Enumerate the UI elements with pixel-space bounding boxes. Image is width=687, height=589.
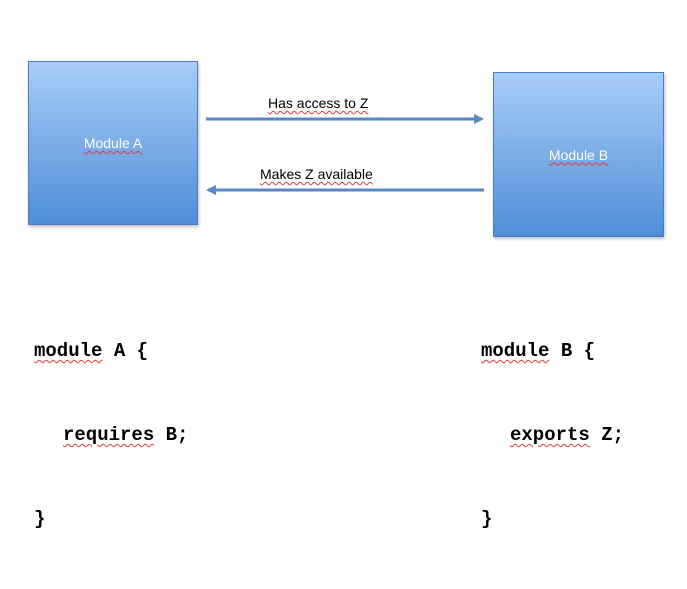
arrow-b-to-a-label: Makes Z available (260, 166, 373, 182)
code-b-line-3: } (481, 508, 493, 530)
arrows-layer (206, 114, 484, 195)
code-a-line-3: } (34, 508, 46, 530)
module-a-box: Module A (28, 61, 198, 225)
code-a-line-2: requires B; (63, 424, 189, 446)
diagram-canvas: Module A Module B Has access to Z Makes … (28, 61, 664, 530)
code-b-line-2: exports Z; (510, 424, 625, 446)
module-b-box: Module B (493, 72, 664, 237)
code-a-line-1: module A { (34, 340, 149, 362)
module-b-code: module B { exports Z; } (481, 281, 624, 589)
module-a-code: module A { requires B; } (34, 281, 188, 589)
code-b-line-1: module B { (481, 340, 596, 362)
module-b-label: Module B (548, 146, 609, 163)
arrow-a-to-b-label: Has access to Z (268, 95, 369, 111)
module-a-label: Module A (83, 135, 143, 151)
